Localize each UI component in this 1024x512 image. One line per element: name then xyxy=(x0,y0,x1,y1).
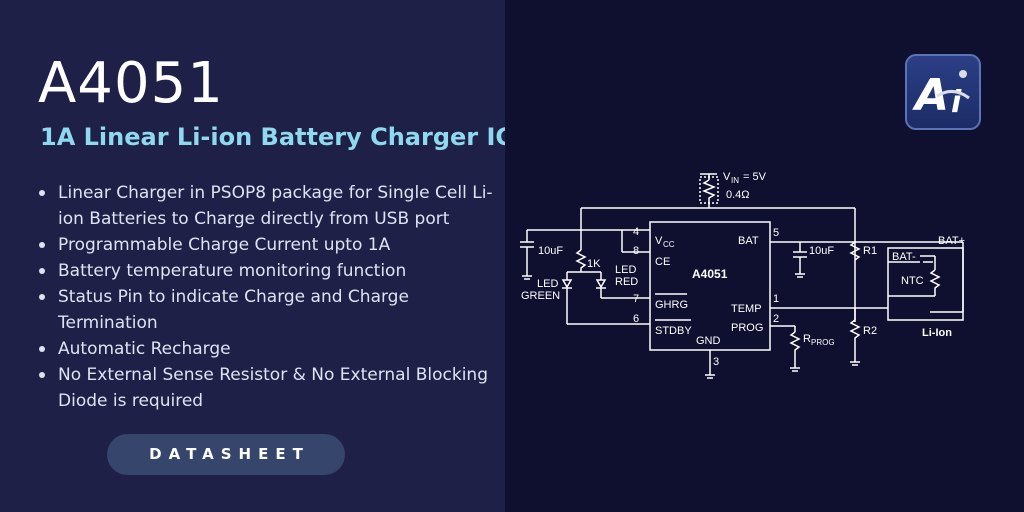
r1-label: R1 xyxy=(863,245,877,257)
cap-left-label: 10uF xyxy=(538,245,563,257)
brand-logo[interactable]: A i xyxy=(905,54,981,130)
led-green-label-2: GREEN xyxy=(521,290,560,302)
datasheet-button[interactable]: DATASHEET xyxy=(107,434,345,475)
pin-number: 5 xyxy=(773,227,779,239)
pin-number: 4 xyxy=(633,226,639,238)
pin-number: 2 xyxy=(773,313,779,325)
pin-temp: TEMP xyxy=(731,303,762,315)
vin-label: V xyxy=(723,171,731,183)
vin-resistance: 0.4Ω xyxy=(726,189,750,201)
r2-label: R2 xyxy=(863,325,877,337)
vin-sub: IN xyxy=(731,176,739,185)
feature-item: Battery temperature monitoring function xyxy=(38,258,503,284)
pin-stdby: STDBY xyxy=(655,325,692,337)
info-panel: A4051 1A Linear Li-ion Battery Charger I… xyxy=(0,0,513,512)
cap-right-label: 10uF xyxy=(809,245,834,257)
pin-number: 7 xyxy=(633,293,639,305)
pin-gnd: GND xyxy=(696,335,721,347)
led-red-label-2: RED xyxy=(615,276,638,288)
pin-number: 6 xyxy=(633,313,639,325)
rprog-sub: PROG xyxy=(811,338,835,347)
logo-icon: A i xyxy=(912,70,970,121)
pin-ce: CE xyxy=(655,256,670,268)
pin-vcc-sub: CC xyxy=(663,240,675,249)
pin-chrg: GHRG xyxy=(655,299,688,311)
feature-item: Status Pin to indicate Charge and Charge… xyxy=(38,284,503,336)
rprog-label: R xyxy=(803,333,811,345)
charger-schematic: V IN = 5V 0.4Ω A4051 V CC CE GHRG STDBY … xyxy=(520,171,965,379)
logo-letter: A xyxy=(912,70,949,121)
page-subtitle: 1A Linear Li-ion Battery Charger IC xyxy=(40,123,514,151)
liion-label: Li-Ion xyxy=(922,327,952,339)
feature-item: Programmable Charge Current upto 1A xyxy=(38,232,503,258)
pin-bat: BAT xyxy=(738,235,759,247)
ntc-label: NTC xyxy=(901,275,924,287)
pin-number: 1 xyxy=(773,293,779,305)
led-red-label: LED xyxy=(615,264,636,276)
logo-sub-letter: i xyxy=(951,85,962,120)
pin-prog: PROG xyxy=(731,322,763,334)
bat-plus-label: BAT+ xyxy=(938,235,965,247)
pin-vcc: V xyxy=(655,235,663,247)
vin-value: = 5V xyxy=(743,171,767,183)
feature-list: Linear Charger in PSOP8 package for Sing… xyxy=(38,180,503,414)
feature-item: Linear Charger in PSOP8 package for Sing… xyxy=(38,180,503,232)
chip-name: A4051 xyxy=(692,267,728,281)
resistor-1k-label: 1K xyxy=(587,258,601,270)
pin-number: 3 xyxy=(713,356,719,368)
bat-minus-label: BAT- xyxy=(892,251,916,263)
page-title: A4051 xyxy=(38,51,224,116)
pin-number: 8 xyxy=(633,245,639,257)
led-green-label: LED xyxy=(537,278,558,290)
feature-item: No External Sense Resistor & No External… xyxy=(38,362,503,414)
feature-item: Automatic Recharge xyxy=(38,336,503,362)
